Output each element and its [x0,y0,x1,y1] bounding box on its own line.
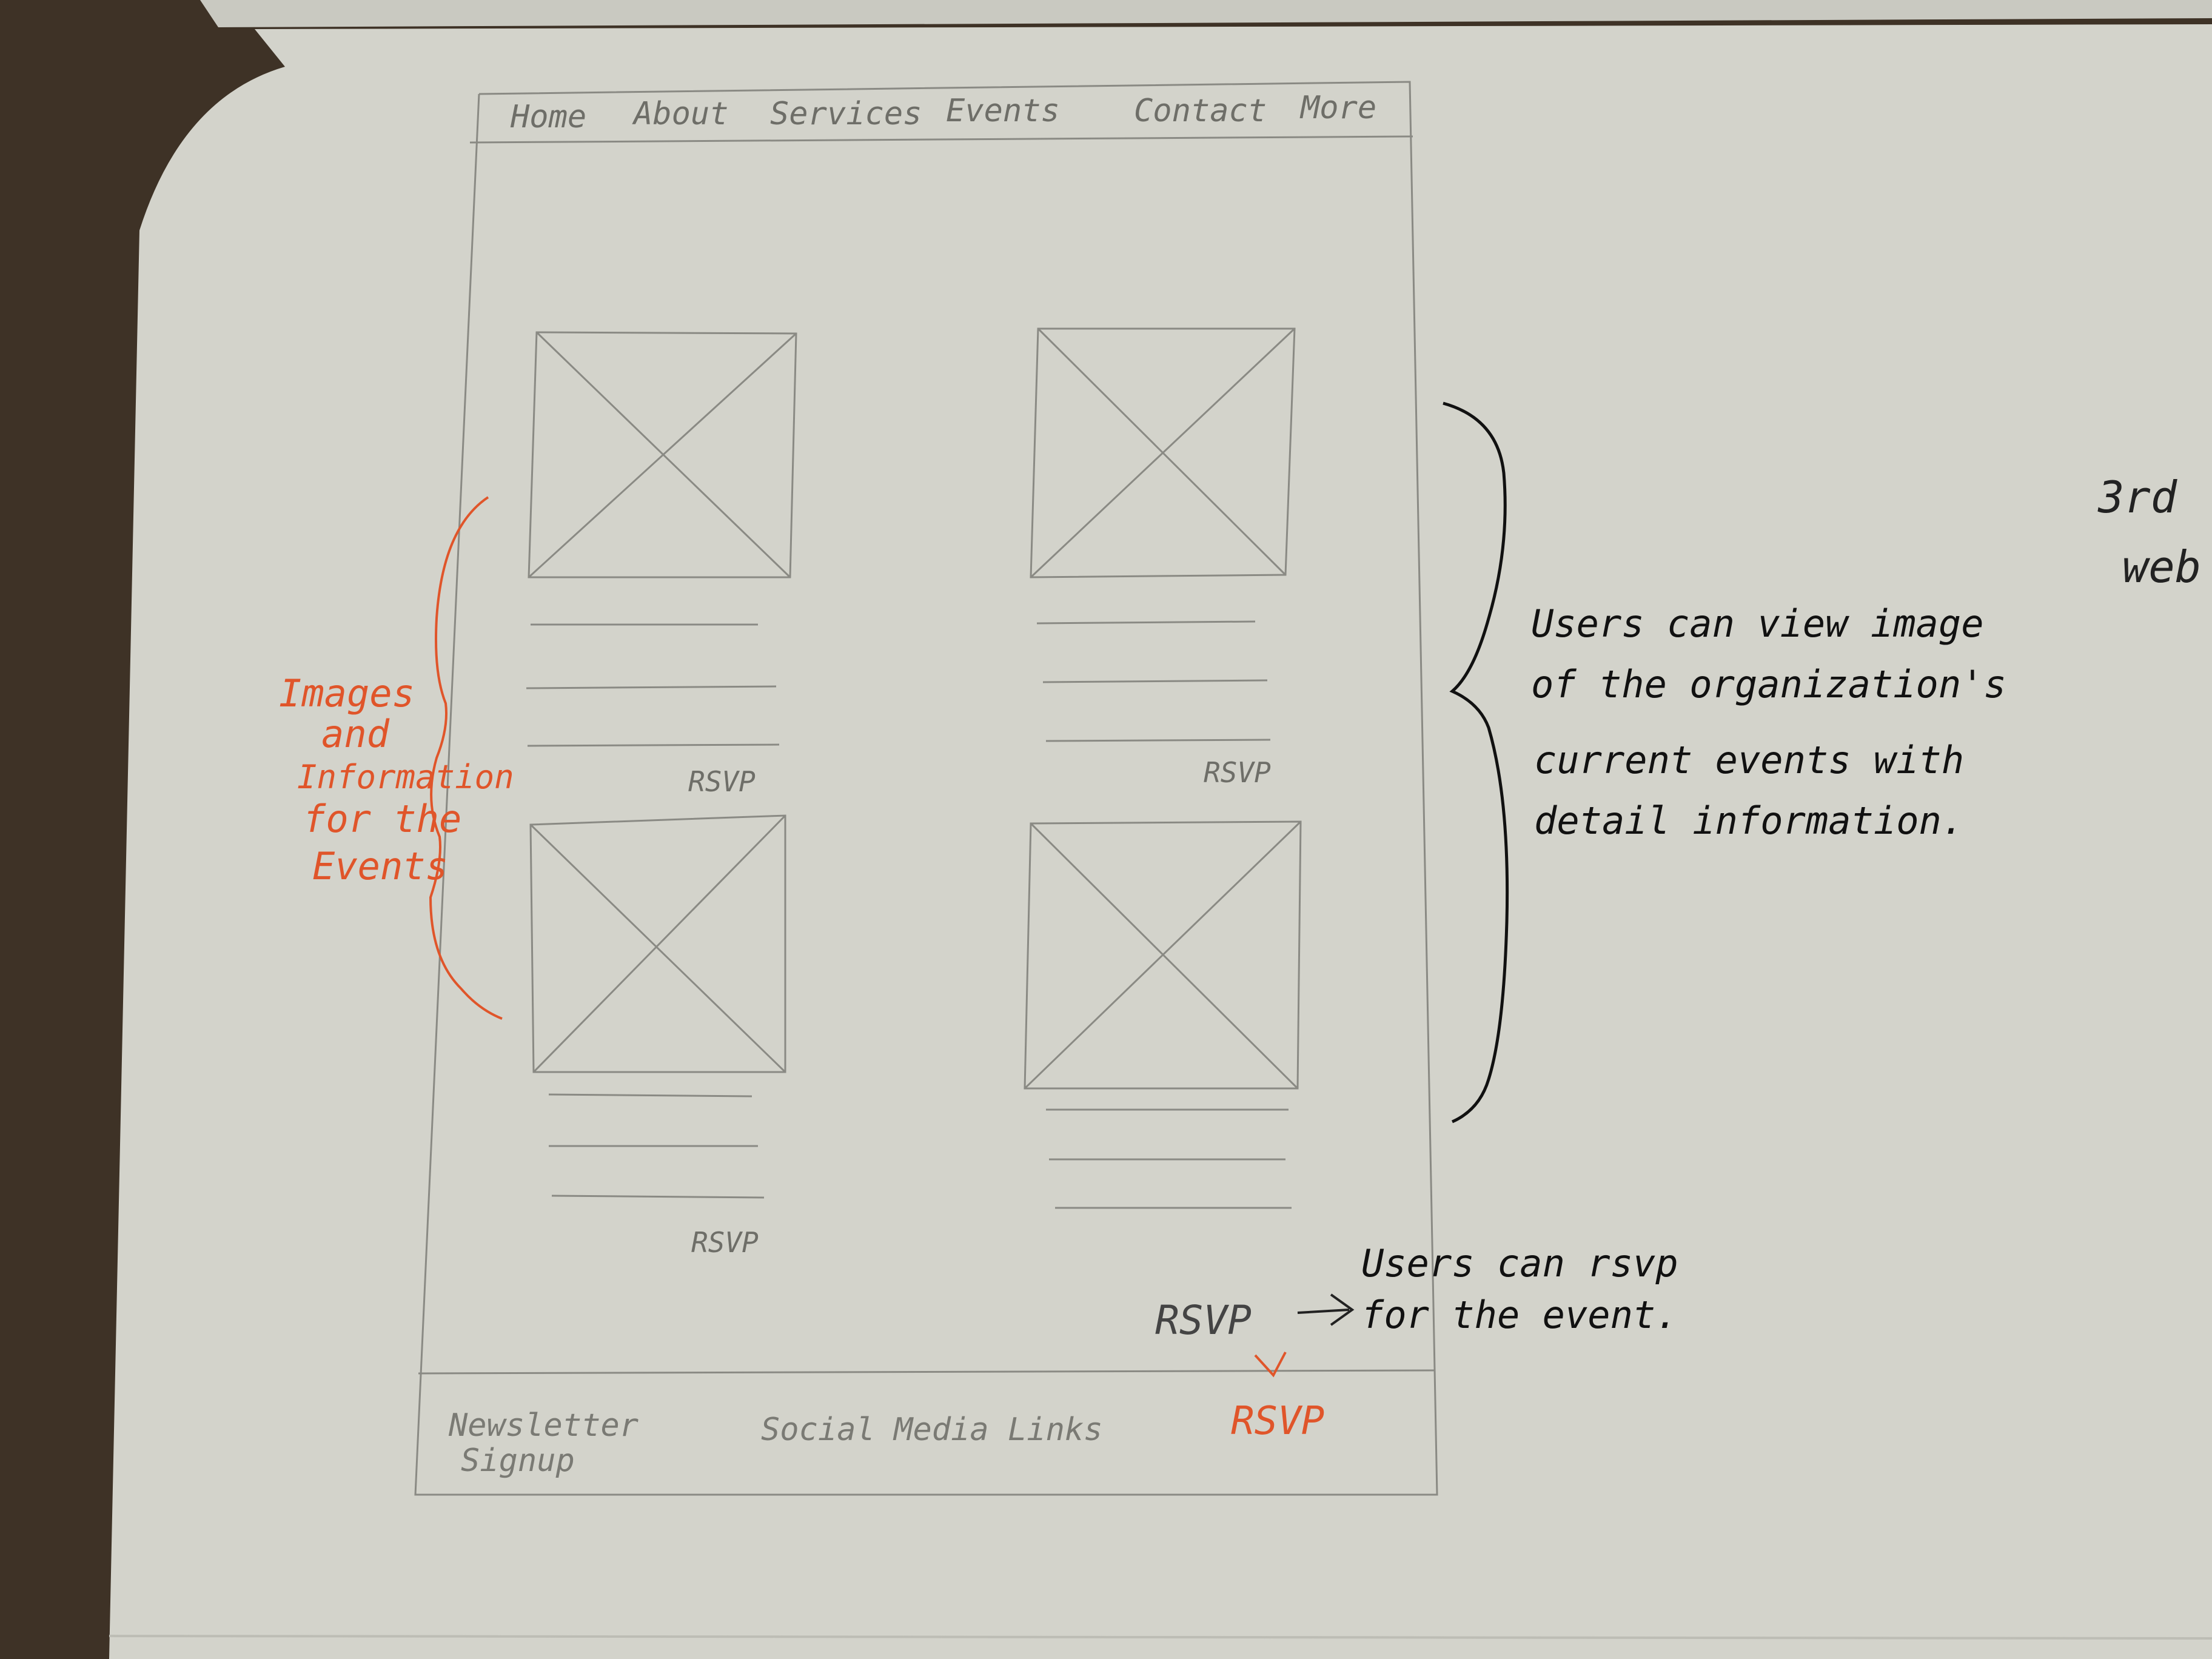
nav-item-more[interactable]: More [1299,90,1376,126]
event-image-placeholder-1 [528,331,797,578]
event-card-1 [526,331,797,747]
page-frame [414,81,1438,1496]
event-image-placeholder-2 [1030,327,1296,578]
right-annotation-line: Users can view image [1531,602,1984,646]
previous-page-edge [200,0,2212,27]
nav-item-contact[interactable]: Contact [1134,93,1267,129]
event-text-line [1036,620,1256,625]
left-annotation-line: and [321,712,390,756]
left-annotation-line: Information [297,758,514,796]
rsvp-link-1[interactable]: RSVP [688,765,756,798]
event-text-line [548,1093,752,1098]
left-annotation: Images and Information for the Events [279,671,537,888]
nav-item-about[interactable]: About [632,96,729,132]
event-text-line [526,685,777,689]
edge-annotation-line: 3rd [2097,472,2178,523]
left-annotation-line: for the [303,797,461,841]
down-arrow-icon [1254,1352,1287,1378]
event-card-3 [529,814,786,1199]
event-text-line [551,1195,765,1199]
left-annotation-line: Images [279,671,415,716]
right-annotation: Users can view image of the organization… [1531,602,2029,843]
paper-edge [109,1635,2212,1640]
black-brace-icon [1443,401,1509,1124]
left-annotation-line: Events [312,844,448,888]
rsvp-link-3[interactable]: RSVP [691,1226,759,1259]
footer-rsvp-button[interactable]: RSVP [1231,1399,1324,1444]
rsvp-note-label: RSVP [1155,1297,1252,1344]
newsletter-label: Newsletter [448,1407,638,1444]
event-text-line [1042,679,1268,683]
newsletter-signup-link[interactable]: Newsletter Signup [448,1407,657,1479]
event-image-placeholder-4 [1024,820,1302,1090]
footer-divider [418,1369,1435,1375]
edge-annotation: 3rd web [2097,472,2203,592]
nav-item-home[interactable]: Home [510,99,586,135]
paper-page [109,24,2212,1659]
event-text-line [1045,739,1271,742]
event-image-placeholder-3 [529,814,786,1073]
rsvp-annotation-line: for the event. [1361,1293,1678,1337]
footer: Newsletter Signup Social Media Links [448,1407,1103,1479]
event-card-2 [1030,327,1296,742]
nav-divider [469,135,1413,144]
right-arrow-icon [1297,1293,1355,1326]
rsvp-link-2[interactable]: RSVP [1204,756,1271,789]
wireframe [414,81,1438,1496]
orange-brace-icon [429,496,503,1020]
right-annotation-line: detail information. [1534,799,1964,843]
edge-annotation-line: web [2122,541,2201,592]
footer-rsvp-annotation: RSVP [1231,1352,1324,1444]
rsvp-annotation: Users can rsvp for the event. [1361,1241,1701,1337]
nav-item-events[interactable]: Events [946,93,1060,129]
right-annotation-line: current events with [1534,738,1964,782]
event-text-line [527,743,780,747]
social-media-links[interactable]: Social Media Links [761,1412,1103,1448]
event-card-4 [1024,820,1302,1209]
rsvp-annotation-line: Users can rsvp [1361,1241,1678,1285]
right-annotation-line: of the organization's [1531,662,2006,706]
nav-bar: Home About Services Events Contact More [510,90,1376,135]
nav-item-services[interactable]: Services [770,96,922,132]
signup-label: Signup [461,1443,575,1479]
